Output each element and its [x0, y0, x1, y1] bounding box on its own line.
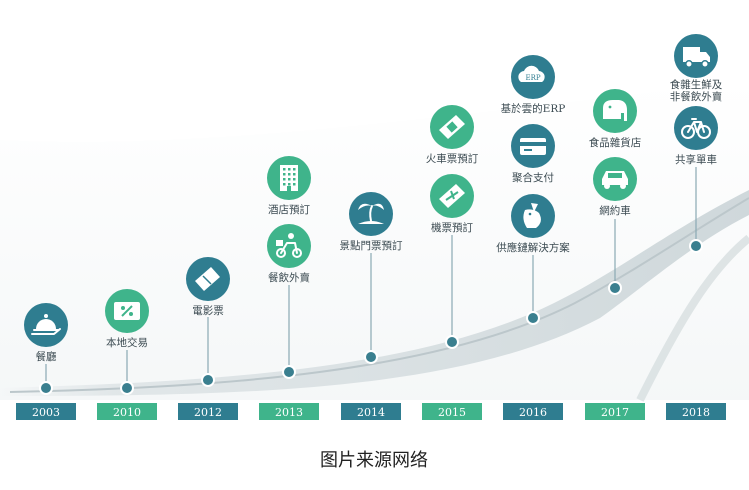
year-label: 2013	[275, 406, 303, 419]
cloud-erp-icon: ERP	[511, 55, 555, 99]
timeline-node-2017	[608, 281, 622, 295]
image-caption: 图片来源网络	[320, 450, 428, 471]
discount-coupon-icon	[105, 289, 149, 333]
dining-cloche-icon	[24, 303, 68, 347]
service-label: 網約車	[599, 204, 631, 217]
service-icons: ERP	[24, 34, 718, 347]
train-ticket-icon	[430, 105, 474, 149]
delivery-scooter-icon	[267, 224, 311, 268]
timeline-node-2013	[282, 365, 296, 379]
year-tab-2012: 2012	[178, 403, 238, 420]
car-icon	[593, 157, 637, 201]
year-label: 2012	[194, 406, 222, 419]
timeline-node-2015	[445, 335, 459, 349]
movie-ticket-icon	[186, 257, 230, 301]
year-label: 2017	[601, 406, 629, 419]
year-bar: 2003 2010 2012 2013 2014 2015 2016 2017 2018	[16, 403, 726, 420]
bicycle-icon	[674, 106, 718, 150]
timeline-node-2003	[39, 381, 53, 395]
payment-card-icon	[511, 124, 555, 168]
hotel-building-icon	[267, 156, 311, 200]
kangaroo-icon	[511, 194, 555, 238]
service-label: 機票預訂	[431, 221, 473, 234]
service-label: 景點門票預訂	[340, 239, 403, 252]
service-label: 共享單車	[675, 153, 717, 166]
year-label: 2010	[113, 406, 141, 419]
service-label: 聚合支付	[512, 171, 554, 184]
year-tab-bg	[178, 403, 238, 420]
year-tab-bg	[666, 403, 726, 420]
year-tab-bg	[97, 403, 157, 420]
year-tab-bg	[422, 403, 482, 420]
service-label: 供應鏈解決方案	[496, 241, 570, 254]
service-label: 食品雜貨店	[589, 136, 642, 149]
service-label: 餐飲外賣	[268, 271, 310, 284]
year-label: 2003	[32, 406, 60, 419]
year-tab-bg	[585, 403, 645, 420]
year-label: 2015	[438, 406, 466, 419]
year-tab-bg	[259, 403, 319, 420]
road-lane-right	[636, 234, 749, 402]
delivery-truck-icon	[674, 34, 718, 78]
year-tab-2017: 2017	[585, 403, 645, 420]
service-label: 電影票	[192, 304, 224, 317]
flight-ticket-icon	[430, 174, 474, 218]
service-label: 食雜生鮮及非餐飲外賣	[670, 78, 723, 103]
service-label: 火車票預訂	[426, 152, 479, 165]
timeline-node-2010	[120, 381, 134, 395]
year-tab-2015: 2015	[422, 403, 482, 420]
road-curve	[0, 190, 749, 396]
timeline-node-2016	[526, 311, 540, 325]
year-tab-bg	[503, 403, 563, 420]
service-label: 酒店預訂	[268, 203, 310, 216]
timeline-stems	[39, 167, 703, 395]
svg-text:ERP: ERP	[525, 74, 540, 82]
road-lane-left	[9, 197, 749, 393]
elephant-icon	[593, 89, 637, 133]
year-tab-2010: 2010	[97, 403, 157, 420]
year-label: 2014	[357, 406, 385, 419]
service-label: 基於雲的ERP	[501, 102, 566, 115]
year-label: 2018	[682, 406, 710, 419]
service-label: 餐廳	[36, 350, 57, 363]
service-label: 本地交易	[106, 336, 148, 349]
year-tab-2018: 2018	[666, 403, 726, 420]
timeline-node-2014	[364, 350, 378, 364]
year-tab-2013: 2013	[259, 403, 319, 420]
year-tab-2014: 2014	[341, 403, 401, 420]
year-tab-2003: 2003	[16, 403, 76, 420]
icon-badge	[267, 224, 311, 268]
year-tab-bg	[341, 403, 401, 420]
year-tab-2016: 2016	[503, 403, 563, 420]
palm-island-icon	[349, 192, 393, 236]
year-tab-bg	[16, 403, 76, 420]
timeline-node-2012	[201, 373, 215, 387]
year-label: 2016	[519, 406, 547, 419]
timeline-node-2018	[689, 239, 703, 253]
